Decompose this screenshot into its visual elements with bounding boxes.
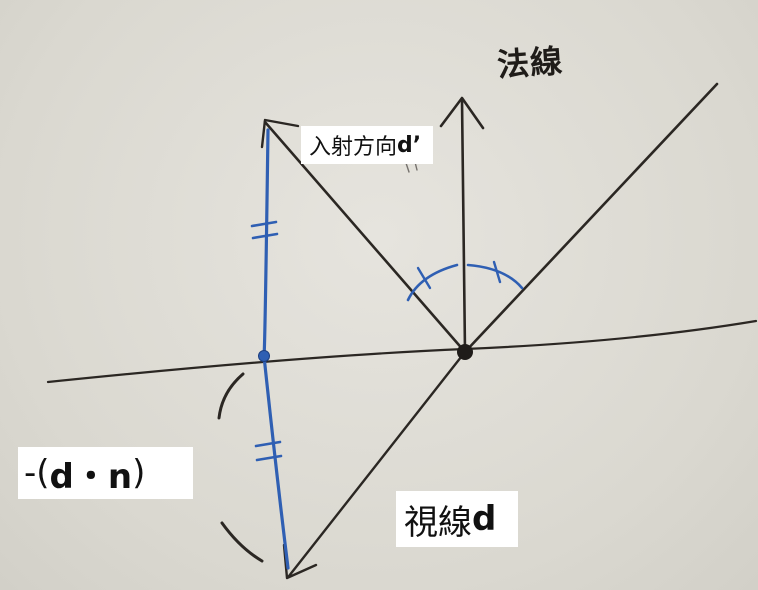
view-label-vector: d [472,499,497,539]
equal-tick-upper-2 [251,232,279,240]
projection-foot-point [258,350,270,362]
equal-tick-lower-2 [255,454,283,462]
incident-label-vector: d’ [397,132,422,158]
normal-label: 法線 [495,41,565,85]
angle-arc-right [466,263,524,290]
dot-product-label: -( d・n ) [18,447,193,499]
intersection-point [457,344,473,360]
brace-lower [220,521,264,563]
angle-tick-right [492,260,502,284]
view-label-text: 視線 [404,502,472,543]
view-direction-label: 視線 d [396,491,519,547]
equal-tick-upper-1 [250,220,278,228]
incident-label-text: 入射方向 [309,135,398,160]
dot-label-expr: d・n [49,456,133,497]
normal-arrowhead [439,96,485,130]
incident-direction-label: 入射方向 d’ [301,126,434,164]
equal-tick-lower-1 [254,440,282,448]
dot-label-prefix: -( [24,453,50,493]
angle-arc-left [406,263,459,302]
angle-tick-left [416,266,432,290]
mirror-ray [463,82,719,354]
incident-ray [263,120,467,354]
projection-line [262,128,290,570]
incident-arrowhead [260,118,300,149]
dot-label-suffix: ) [132,453,146,493]
brace-upper [217,372,245,420]
normal-line [460,98,467,354]
view-ray [287,350,467,578]
surface-line [46,319,758,384]
